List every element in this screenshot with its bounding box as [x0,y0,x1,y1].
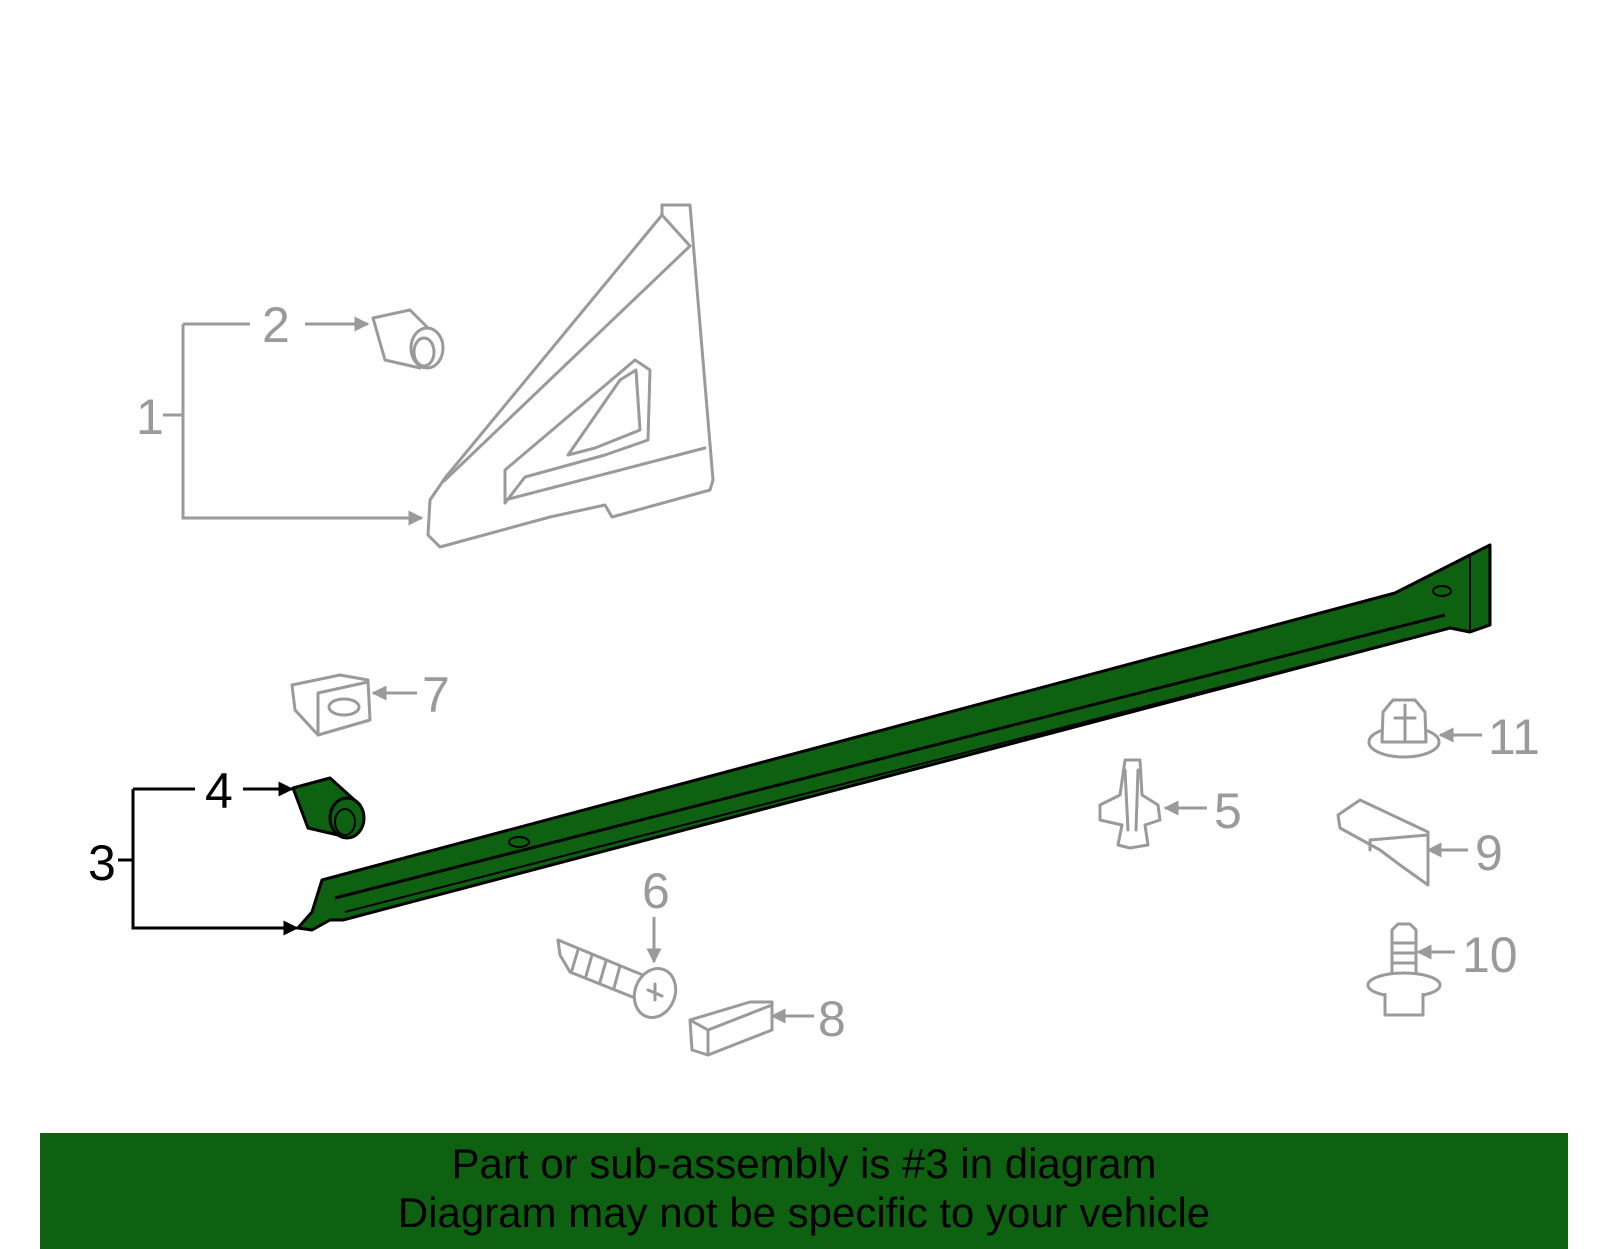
part-9-bracket [1336,798,1430,887]
callout-11: 11 [1488,709,1540,765]
info-banner: Part or sub-assembly is #3 in diagram Di… [40,1133,1568,1249]
leader-lines [118,316,1482,1024]
banner-line-2: Diagram may not be specific to your vehi… [397,1189,1211,1236]
part-7-clip-nut [290,673,372,737]
part-6-screw [556,938,678,1019]
callout-10: 10 [1462,927,1518,983]
part-2-clip [371,308,445,370]
part-4-clip [291,776,366,840]
callout-4: 4 [205,763,233,819]
part-1-trim-panel [426,203,715,549]
callout-9: 9 [1475,825,1503,881]
callout-2: 2 [262,297,290,353]
part-10-bolt [1366,922,1442,1017]
callout-8: 8 [818,991,846,1047]
callout-1: 1 [136,389,164,445]
part-11-grommet [1367,698,1441,759]
callout-3: 3 [88,835,116,891]
banner-line-1: Part or sub-assembly is #3 in diagram [451,1140,1157,1187]
part-5-clip [1098,758,1162,850]
callout-5: 5 [1214,783,1242,839]
callout-6: 6 [642,863,670,919]
part-3-rocker-molding [296,543,1492,932]
callout-7: 7 [422,667,450,723]
part-8-pad [688,1000,774,1057]
